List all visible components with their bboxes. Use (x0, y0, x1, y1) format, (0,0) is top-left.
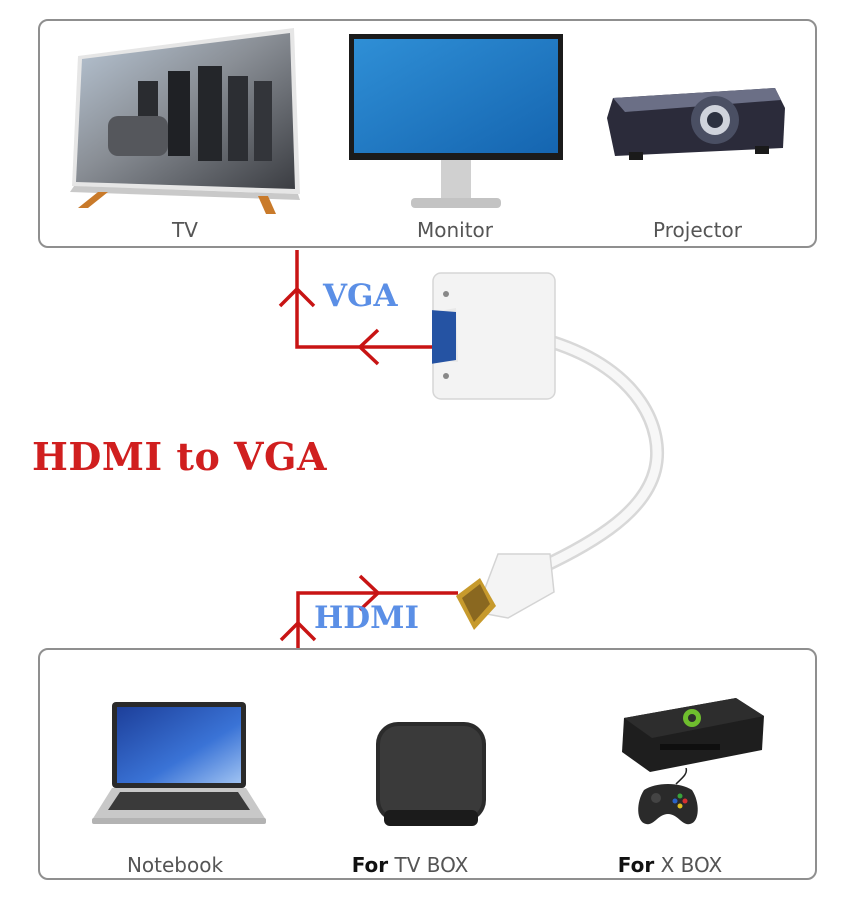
tv-box-label-text: TV BOX (388, 853, 469, 877)
hdmi-plug-icon (450, 552, 570, 636)
xbox-controller-icon (636, 768, 700, 832)
diagram-title: HDMI to VGA (32, 434, 327, 479)
notebook-icon (90, 700, 268, 828)
tv-box-label-prefix: For (351, 853, 389, 877)
vga-arrow-line (295, 250, 432, 349)
vga-arrow-head-up (278, 286, 316, 308)
tv-label: TV (172, 218, 198, 242)
hdmi-arrow-head-up (279, 620, 317, 642)
xbox-label: For X BOX (600, 853, 740, 877)
vga-adapter-icon (432, 272, 556, 400)
vga-signal-label: VGA (323, 278, 398, 314)
hdmi-signal-label: HDMI (314, 600, 419, 636)
hdmi-arrow-head-right (358, 574, 381, 612)
projector-label: Projector (653, 218, 742, 242)
xbox-label-text: X BOX (654, 853, 723, 877)
monitor-icon (349, 34, 563, 212)
monitor-label: Monitor (416, 218, 494, 242)
tv-icon (68, 26, 304, 216)
xbox-console-icon (620, 696, 766, 774)
notebook-label: Notebook (126, 853, 224, 877)
xbox-label-prefix: For (617, 853, 655, 877)
vga-arrow-head-left (357, 328, 380, 366)
hdmi-arrow-line (296, 591, 458, 648)
tv-box-label: For TV BOX (345, 853, 475, 877)
projector-icon (605, 78, 789, 162)
tv-box-icon (374, 720, 488, 830)
